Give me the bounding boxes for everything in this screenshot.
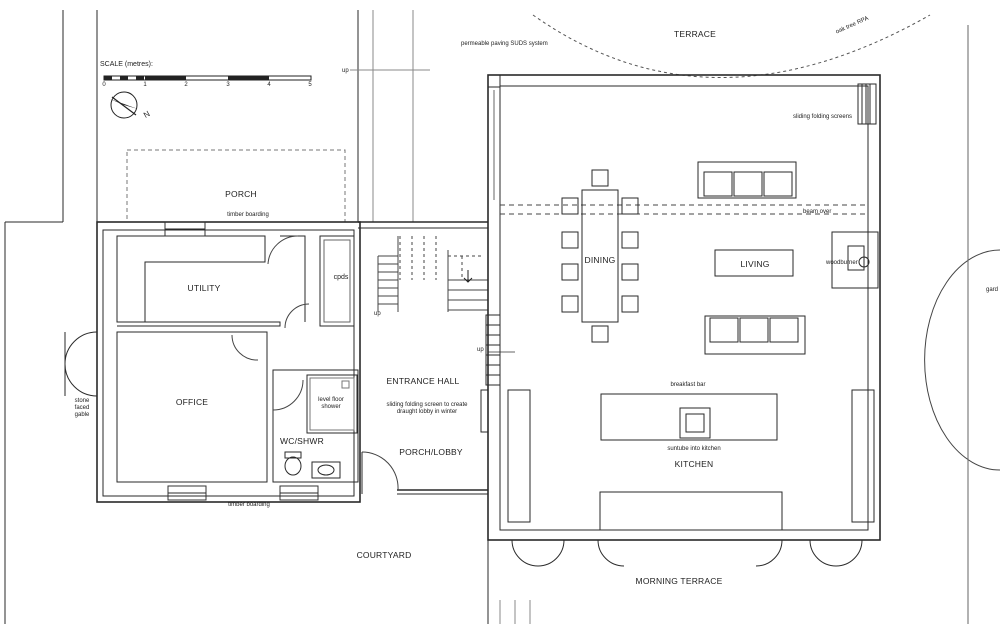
note-up-hall: up — [477, 347, 484, 353]
scale-tick: 0 — [102, 82, 106, 88]
room-label-terrace: TERRACE — [673, 29, 717, 39]
room-label-cpds: cpds — [333, 274, 349, 281]
oak-tree-rpa-arc — [532, 14, 931, 78]
north-arrow-icon — [110, 91, 138, 119]
scale-tick: 5 — [308, 82, 312, 88]
room-label-entrance-hall: ENTRANCE HALL — [386, 376, 460, 386]
note-up-stairs: up — [374, 311, 381, 317]
note-breakfast-bar: breakfast bar — [670, 382, 706, 388]
note-timber-bottom: timber boarding — [228, 502, 270, 508]
note-woodburner: woodburner — [826, 260, 858, 266]
note-beam: beam over — [803, 209, 832, 215]
scale-tick: 1 — [143, 82, 147, 88]
note-garden: gard — [986, 287, 999, 293]
note-sliding-screen: sliding folding screen to create draught… — [386, 402, 468, 416]
scale-title: SCALE (metres): — [100, 61, 153, 68]
room-label-kitchen: KITCHEN — [674, 459, 714, 469]
note-sliding-folding: sliding folding screens — [793, 114, 853, 120]
room-label-courtyard: COURTYARD — [356, 550, 412, 560]
room-label-dining: DINING — [584, 255, 616, 265]
note-stone-gable: stone faced gable — [74, 398, 90, 419]
garden-tree-canopy — [924, 249, 1000, 471]
room-label-wc: WC/SHWR — [280, 436, 324, 446]
scale-tick: 3 — [226, 82, 230, 88]
room-label-porch: PORCH — [225, 189, 257, 199]
note-timber-top: timber boarding — [227, 212, 269, 218]
note-permeable-paving: permeable paving SUDS system — [461, 41, 548, 47]
room-label-morning-terrace: MORNING TERRACE — [635, 576, 723, 586]
room-label-office: OFFICE — [175, 397, 209, 407]
room-label-living: LIVING — [740, 259, 770, 269]
room-label-porch-lobby: PORCH/LOBBY — [399, 447, 463, 457]
scale-bar — [103, 75, 312, 81]
note-suntube: suntube into kitchen — [667, 446, 721, 452]
scale-tick: 2 — [184, 82, 188, 88]
scale-tick: 4 — [267, 82, 271, 88]
note-up-top: up — [342, 68, 349, 74]
note-level-floor: level floor shower — [318, 397, 344, 411]
room-label-utility: UTILITY — [187, 283, 221, 293]
